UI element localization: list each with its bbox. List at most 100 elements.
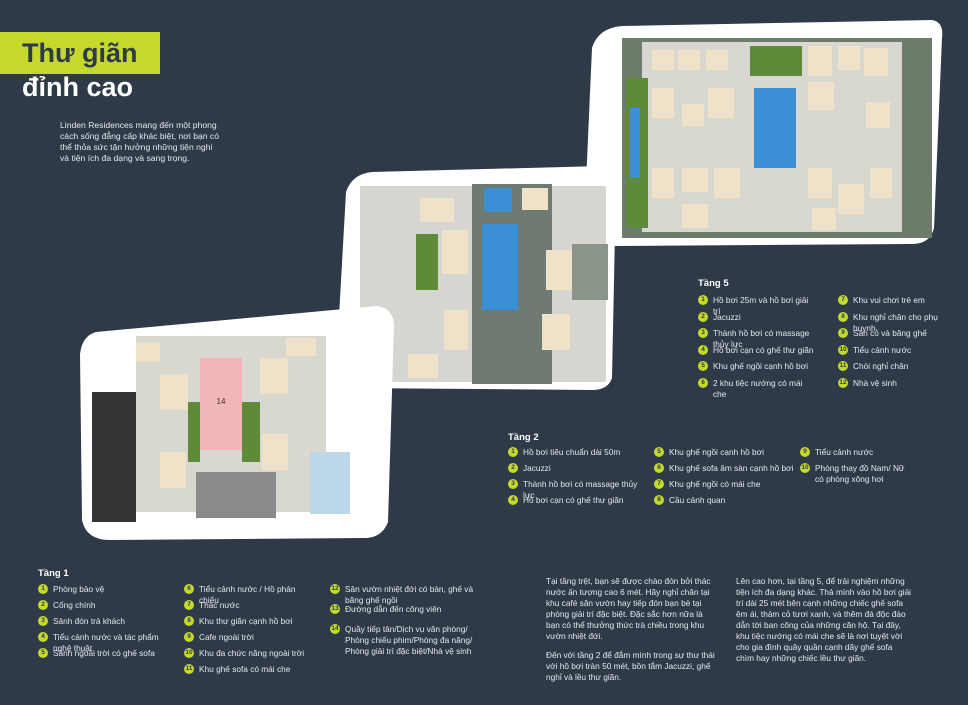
- tang2-title: Tầng 2: [508, 432, 539, 443]
- legend-item: 7 Khu ghế ngồi có mái che: [654, 479, 794, 490]
- legend-number-badge: 7: [838, 295, 848, 305]
- legend-item: 4 Tiểu cảnh nước và tác phẩm nghệ thuật: [38, 632, 178, 654]
- legend-label: Thành hồ bơi có massage thủy lực: [713, 328, 810, 349]
- legend-label: Sảnh đón trả khách: [53, 616, 125, 626]
- legend-label: Tiểu cảnh nước và tác phẩm nghệ thuật: [53, 632, 159, 653]
- title-box: [0, 32, 160, 74]
- legend-label: Khu ghế sofa âm sàn cạnh hồ bơi: [669, 463, 794, 473]
- legend-number-badge: 10: [838, 344, 848, 355]
- legend-number-badge: 11: [184, 664, 194, 674]
- legend-item: 8 Cầu cảnh quan: [654, 495, 794, 506]
- intro-text: Linden Residences mang đến một phong các…: [60, 120, 219, 163]
- legend-number-badge: 4: [698, 344, 708, 355]
- legend-number-badge: 5: [698, 361, 708, 371]
- legend-number-badge: 7: [654, 479, 664, 489]
- legend-item: 6 Khu ghế sofa âm sàn cạnh hồ bơi: [654, 463, 794, 474]
- legend-number-badge: 9: [184, 632, 194, 642]
- legend-label: Khu đa chức năng ngoài trời: [199, 648, 305, 658]
- legend-item: 2 Cổng chính: [38, 600, 178, 611]
- legend-number-badge: 8: [838, 311, 848, 322]
- legend-number-badge: 9: [838, 328, 848, 338]
- legend-number-badge: 12: [838, 377, 848, 388]
- legend-label: Khu ghế sofa có mái che: [199, 664, 291, 674]
- legend-label: Khu ghế ngồi cạnh hồ bơi: [713, 361, 808, 371]
- legend-label: Tiểu cảnh nước / Hồ phản chiếu: [199, 584, 296, 605]
- legend-label: Khu ghế ngồi có mái che: [669, 479, 761, 489]
- legend-label: Tiểu cảnh nước: [815, 447, 874, 457]
- legend-item: 4 Hồ bơi cạn có ghế thư giãn: [698, 344, 816, 356]
- legend-number-badge: 2: [508, 463, 518, 473]
- legend-item: 11 Khu ghế sofa có mái che: [184, 664, 314, 675]
- plan-level-5: [584, 20, 943, 246]
- legend-label: Jacuzzi: [523, 463, 551, 473]
- legend-item: 13 Đường dẫn đến công viên: [330, 604, 480, 615]
- legend-label: Jacuzzi: [713, 311, 741, 322]
- legend-number-badge: 12: [330, 584, 340, 594]
- legend-number-badge: 6: [698, 377, 708, 388]
- legend-label: Hồ bơi cạn có ghế thư giãn: [523, 495, 624, 505]
- legend-label: Phòng thay đồ Nam/ Nữ có phòng xông hơi: [815, 463, 905, 484]
- legend-label: Hồ bơi 25m và hồ bơi giải trí: [713, 295, 809, 316]
- legend-label: Hồ bơi cạn có ghế thư giãn: [713, 344, 814, 355]
- legend-number-badge: 10: [184, 648, 194, 658]
- legend-number-badge: 8: [654, 495, 664, 505]
- tang5-title: Tầng 5: [698, 278, 729, 289]
- legend-item: 1 Phòng bảo vệ: [38, 584, 178, 595]
- legend-number-badge: 10: [800, 463, 810, 473]
- legend-number-badge: 13: [330, 604, 340, 614]
- legend-label: Sân vườn nhiệt đới có bàn, ghế và băng g…: [345, 584, 474, 605]
- text-column-1: Tại tầng trệt, bạn sẽ được chào đón bởi …: [546, 576, 718, 691]
- legend-item: 4 Hồ bơi cạn có ghế thư giãn: [508, 495, 648, 506]
- text-col2-p1: Lên cao hơn, tại tầng 5, để trải nghiệm …: [736, 576, 912, 663]
- legend-label: Phòng bảo vệ: [53, 584, 105, 594]
- text-col1-p2: Đến với tầng 2 để đắm mình trong sự thư …: [546, 650, 715, 682]
- legend-label: Quầy tiếp tân/Dịch vụ văn phòng/ Phòng c…: [345, 624, 473, 656]
- legend-number-badge: 2: [38, 600, 48, 610]
- legend-item: 12 Nhà vệ sinh: [838, 377, 938, 389]
- legend-number-badge: 3: [698, 328, 708, 338]
- page-title-line1: Thư giãn: [22, 38, 138, 68]
- legend-label: Đường dẫn đến công viên: [345, 604, 442, 614]
- tang1-title: Tầng 1: [38, 568, 69, 579]
- legend-item: 10 Khu đa chức năng ngoài trời: [184, 648, 314, 659]
- legend-number-badge: 8: [184, 616, 194, 626]
- legend-label: Nhà vệ sinh: [853, 377, 897, 388]
- legend-label: Khu ghế ngồi cạnh hồ bơi: [669, 447, 764, 457]
- legend-label: Khu nghỉ chân cho phụ huynh: [853, 311, 938, 333]
- legend-label: 2 khu tiệc nướng có mái che: [713, 377, 803, 399]
- lobby-label: 14: [217, 397, 226, 406]
- legend-label: Hồ bơi tiêu chuẩn dài 50m: [523, 447, 621, 457]
- legend-item: 5 Khu ghế ngồi cạnh hồ bơi: [698, 361, 816, 372]
- legend-number-badge: 4: [508, 495, 518, 505]
- legend-label: Cầu cảnh quan: [669, 495, 726, 505]
- legend-number-badge: 6: [654, 463, 664, 473]
- legend-label: Chòi nghỉ chân: [853, 361, 909, 371]
- legend-label: Sảnh ngoài trời có ghế sofa: [53, 648, 155, 658]
- legend-label: Khu vui chơi trẻ em: [853, 295, 925, 305]
- legend-label: Cổng chính: [53, 600, 96, 610]
- plan-level-2: [336, 166, 616, 390]
- legend-number-badge: 1: [38, 584, 48, 594]
- legend-number-badge: 4: [38, 632, 48, 642]
- legend-item: 3 Thành hồ bơi có massage thủy lực: [698, 328, 816, 350]
- legend-number-badge: 6: [184, 584, 194, 594]
- legend-number-badge: 7: [184, 600, 194, 610]
- legend-number-badge: 1: [698, 295, 708, 305]
- page-title-line2: đỉnh cao: [22, 72, 134, 102]
- legend-item: 6 Tiểu cảnh nước / Hồ phản chiếu: [184, 584, 314, 606]
- legend-number-badge: 5: [38, 648, 48, 658]
- legend-number-badge: 3: [508, 479, 518, 489]
- legend-item: 12 Sân vườn nhiệt đới có bàn, ghế và băng…: [330, 584, 480, 606]
- legend-label: Tiểu cảnh nước: [853, 344, 912, 355]
- text-col1-p1: Tại tầng trệt, bạn sẽ được chào đón bởi …: [546, 576, 711, 641]
